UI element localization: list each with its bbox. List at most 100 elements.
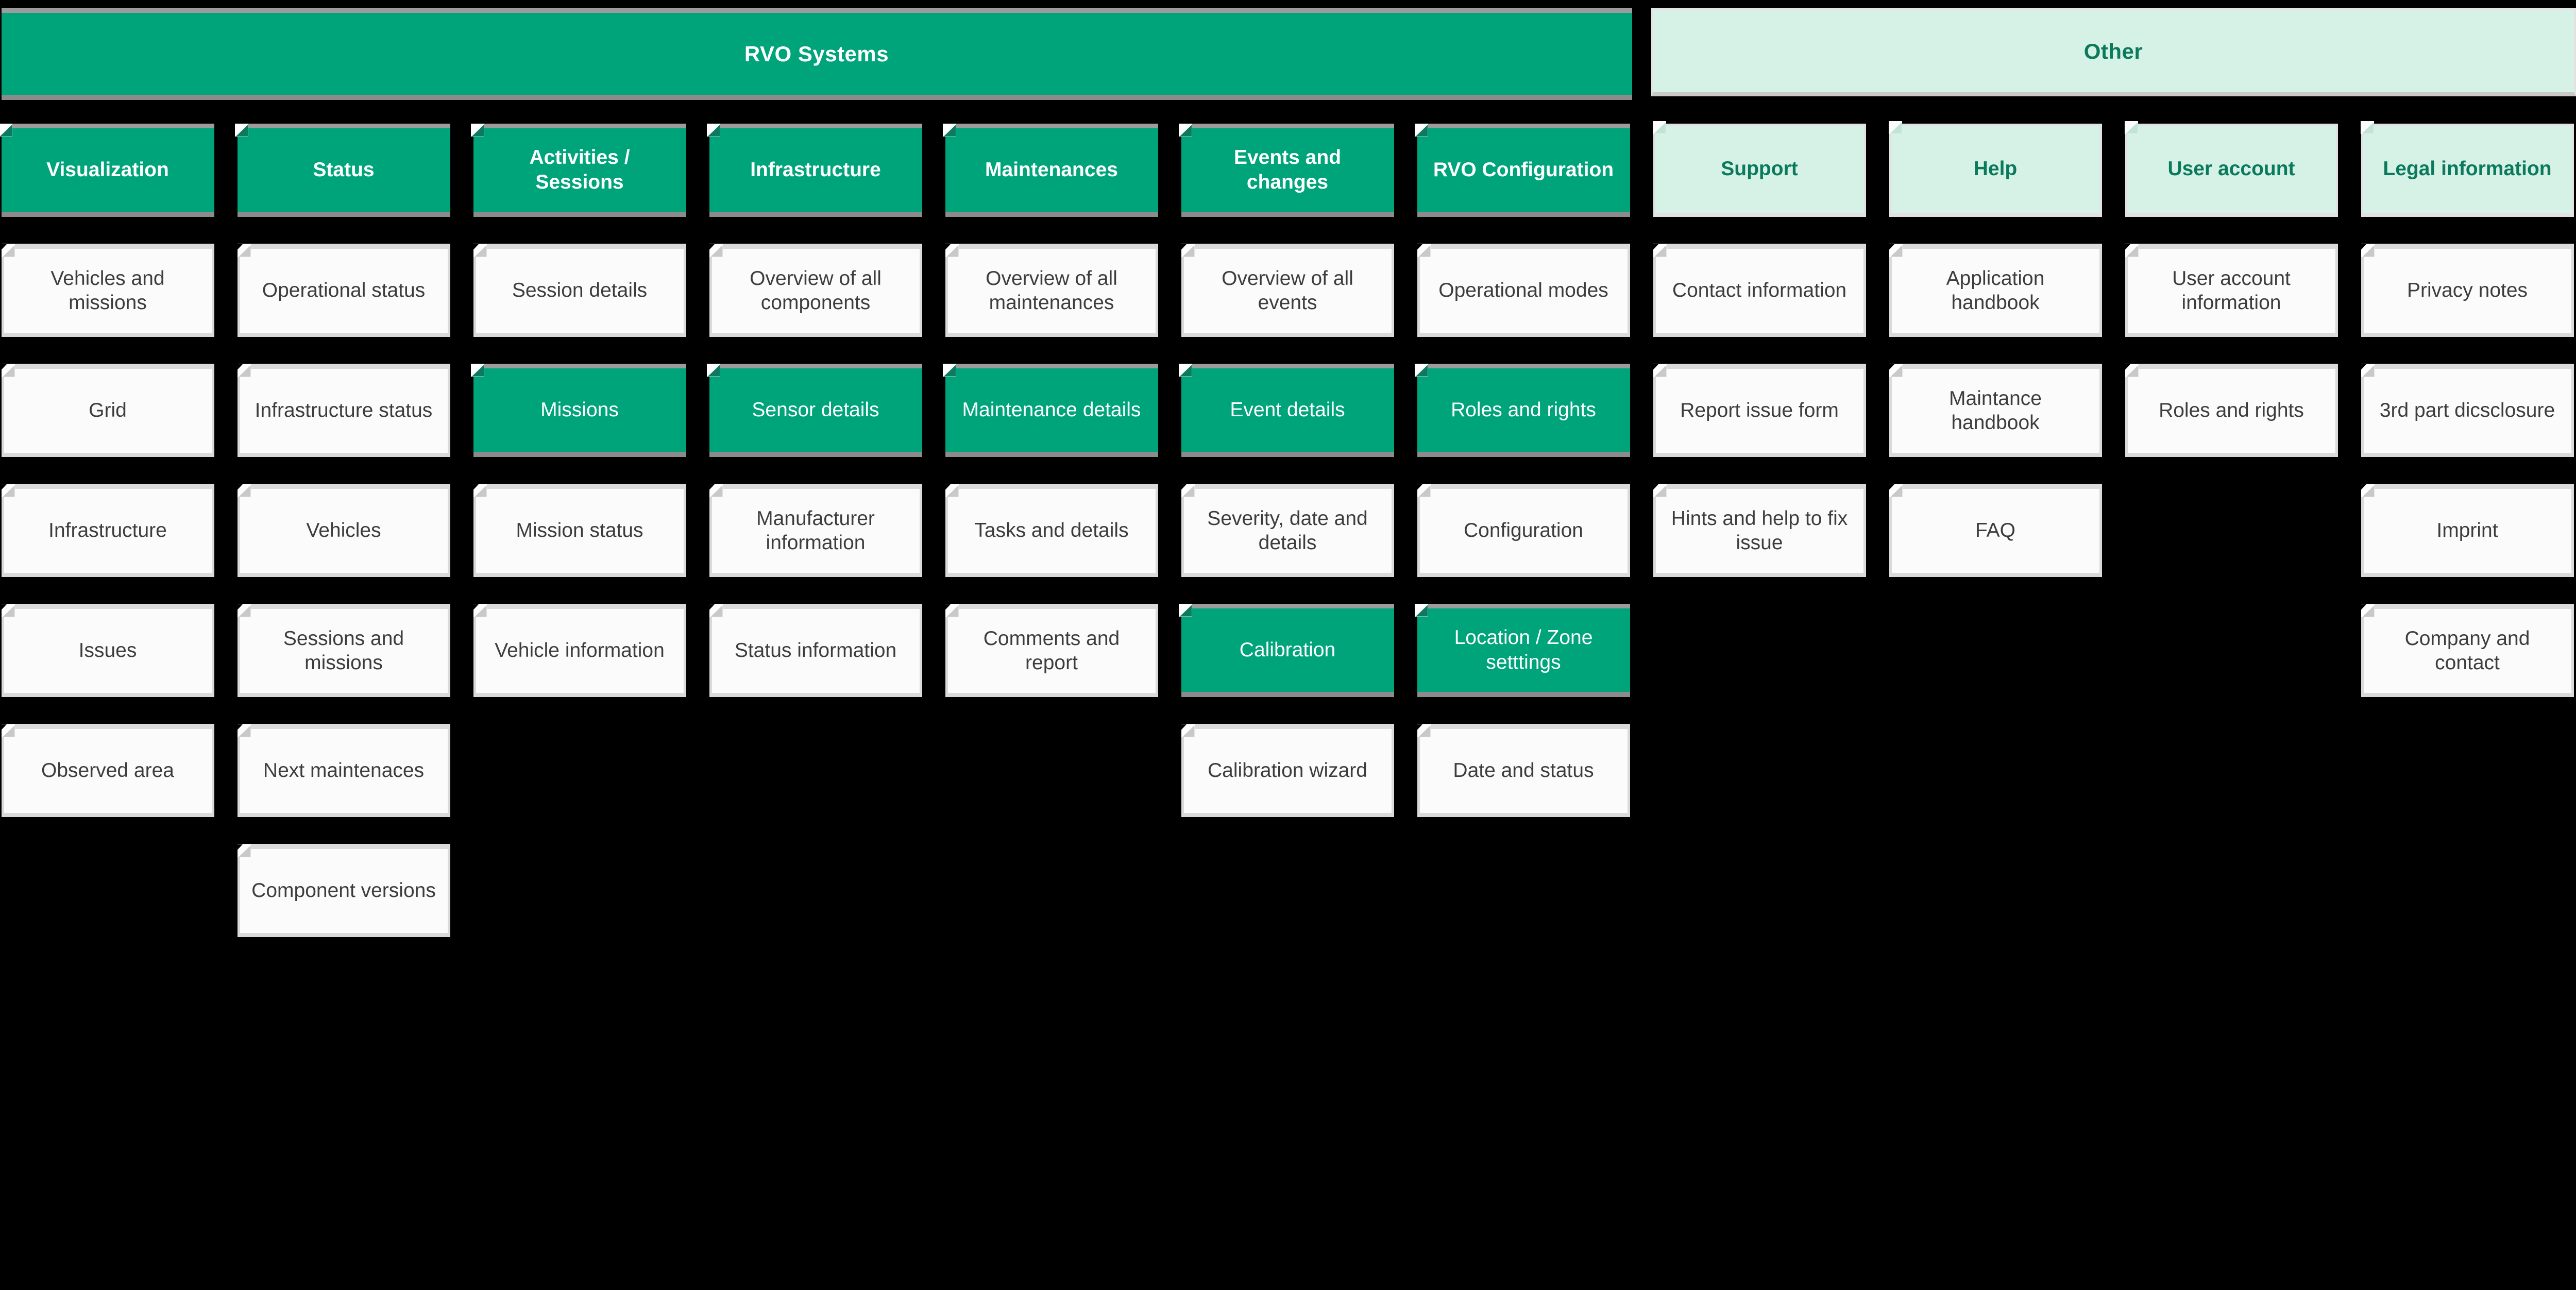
card-vehicles: Vehicles	[237, 483, 450, 577]
card-label: Roles and rights	[1451, 398, 1596, 421]
card-overview-of-all-maintenances: Overview of all maintenances	[945, 243, 1158, 337]
card-observed-area: Observed area	[1, 723, 214, 817]
folded-corner-icon	[237, 484, 251, 497]
card-label: Roles and rights	[2159, 399, 2304, 422]
card-maintenance-details: Maintenance details	[942, 363, 1158, 457]
card-label: Infrastructure status	[255, 399, 433, 422]
card-component-versions: Component versions	[237, 843, 450, 937]
folded-corner-icon	[1178, 603, 1192, 617]
card-label: Report issue form	[1680, 399, 1839, 422]
folded-corner-icon	[2361, 244, 2375, 257]
folded-corner-icon	[1, 724, 15, 737]
card-label: Date and status	[1453, 759, 1594, 782]
card-label: Sessions and missions	[283, 627, 404, 674]
card-label: Calibration	[1239, 638, 1336, 661]
card-manufacturer-information: Manufacturer information	[709, 483, 922, 577]
card-label: Comments and report	[983, 627, 1120, 674]
card-label: Privacy notes	[2406, 279, 2528, 302]
folded-corner-icon	[237, 364, 251, 377]
banner-other: Other	[1651, 8, 2576, 96]
card-label: Contact information	[1672, 279, 1847, 302]
folded-corner-icon	[2360, 121, 2374, 134]
column-header-help: Help	[1888, 121, 2102, 217]
card-session-details: Session details	[473, 243, 686, 337]
card-calibration-wizard: Calibration wizard	[1181, 723, 1394, 817]
card-label: Maintenance details	[962, 398, 1141, 421]
card-sensor-details: Sensor details	[706, 363, 922, 457]
card-label: Configuration	[1464, 519, 1583, 542]
card-label: Imprint	[2436, 519, 2498, 542]
folded-corner-icon	[470, 363, 484, 377]
folded-corner-icon	[709, 244, 723, 257]
folded-corner-icon	[0, 123, 12, 137]
card-overview-of-all-components: Overview of all components	[709, 243, 922, 337]
folded-corner-icon	[1, 244, 15, 257]
folded-corner-icon	[1414, 123, 1428, 137]
folded-corner-icon	[237, 844, 251, 857]
column-header-rvo-configuration: RVO Configuration	[1414, 123, 1630, 217]
card-label: Vehicle information	[495, 639, 665, 662]
card-label: Help	[1973, 158, 2018, 180]
card-label: User account	[2167, 158, 2295, 180]
card-infrastructure: Infrastructure	[1, 483, 214, 577]
column-header-maintenances: Maintenances	[942, 123, 1158, 217]
card-report-issue-form: Report issue form	[1653, 363, 1866, 457]
card-contact-information: Contact information	[1653, 243, 1866, 337]
card-label: Infrastructure	[48, 519, 167, 542]
card-infrastructure-status: Infrastructure status	[237, 363, 450, 457]
card-operational-modes: Operational modes	[1417, 243, 1630, 337]
card-label: RVO Configuration	[1433, 158, 1614, 181]
card-sessions-and-missions: Sessions and missions	[237, 603, 450, 697]
card-label: Status	[313, 158, 375, 181]
folded-corner-icon	[2124, 121, 2138, 134]
card-date-and-status: Date and status	[1417, 723, 1630, 817]
folded-corner-icon	[1889, 364, 1903, 377]
card-label: Support	[1721, 158, 1798, 180]
column-header-infrastructure: Infrastructure	[706, 123, 922, 217]
folded-corner-icon	[1653, 244, 1667, 257]
card-faq: FAQ	[1889, 483, 2102, 577]
folded-corner-icon	[1653, 364, 1667, 377]
folded-corner-icon	[2361, 364, 2375, 377]
column-header-status: Status	[234, 123, 450, 217]
card-missions: Missions	[470, 363, 686, 457]
folded-corner-icon	[1178, 363, 1192, 377]
card-3rd-part-dicsclosure: 3rd part dicsclosure	[2361, 363, 2574, 457]
card-comments-and-report: Comments and report	[945, 603, 1158, 697]
card-label: Hints and help to fix issue	[1671, 507, 1848, 554]
card-label: Manufacturer information	[756, 507, 875, 554]
card-label: Calibration wizard	[1208, 759, 1367, 782]
card-user-account-information: User account information	[2125, 243, 2338, 337]
folded-corner-icon	[709, 604, 723, 617]
card-mission-status: Mission status	[473, 483, 686, 577]
folded-corner-icon	[473, 604, 487, 617]
card-overview-of-all-events: Overview of all events	[1181, 243, 1394, 337]
folded-corner-icon	[709, 484, 723, 497]
card-issues: Issues	[1, 603, 214, 697]
folded-corner-icon	[1652, 121, 1666, 134]
card-label: Maintenances	[985, 158, 1118, 181]
card-label: Severity, date and details	[1207, 507, 1368, 554]
banner-rvo-systems: RVO Systems	[1, 8, 1632, 100]
folded-corner-icon	[1, 484, 15, 497]
card-label: Next maintenaces	[263, 759, 425, 782]
folded-corner-icon	[1888, 121, 1902, 134]
card-configuration: Configuration	[1417, 483, 1630, 577]
card-roles-and-rights: Roles and rights	[1414, 363, 1630, 457]
card-label: Maintance handbook	[1949, 387, 2042, 434]
card-roles-and-rights: Roles and rights	[2125, 363, 2338, 457]
card-label: Issues	[78, 639, 137, 662]
folded-corner-icon	[1417, 484, 1431, 497]
folded-corner-icon	[1181, 244, 1195, 257]
card-label: Operational status	[262, 279, 426, 302]
column-header-events-and-changes: Events and changes	[1178, 123, 1394, 217]
card-label: Overview of all maintenances	[986, 267, 1117, 314]
card-vehicle-information: Vehicle information	[473, 603, 686, 697]
card-label: Events and changes	[1233, 146, 1342, 193]
card-tasks-and-details: Tasks and details	[945, 483, 1158, 577]
folded-corner-icon	[1889, 484, 1903, 497]
card-label: Activities / Sessions	[529, 146, 630, 193]
card-label: 3rd part dicsclosure	[2379, 399, 2555, 422]
card-vehicles-and-missions: Vehicles and missions	[1, 243, 214, 337]
